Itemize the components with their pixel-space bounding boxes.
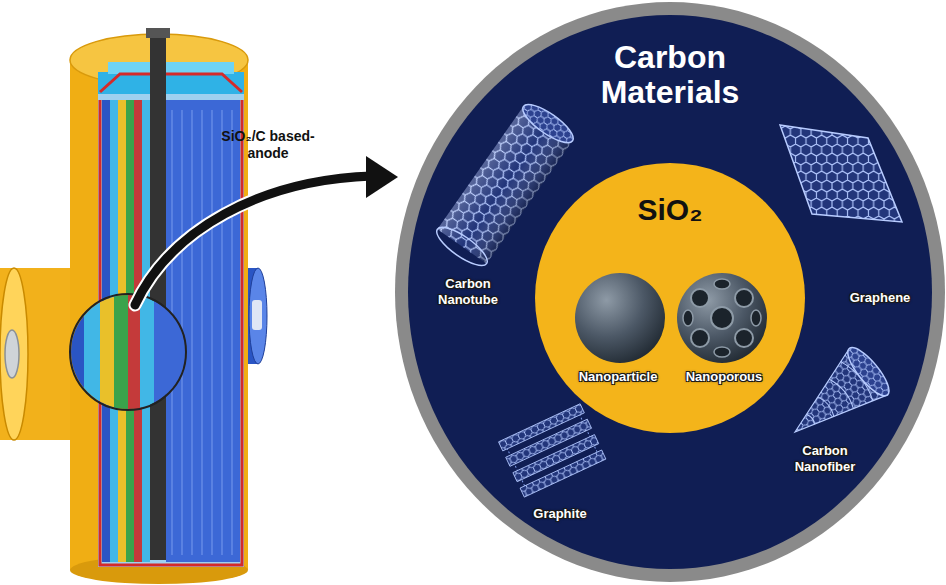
- core-title: SiO₂: [595, 193, 745, 226]
- battery-illustration: [249, 268, 267, 364]
- label-holder: Graphene: [840, 290, 920, 306]
- text-holder: SiO₂: [595, 193, 745, 226]
- battery-illustration: [100, 74, 242, 92]
- material-label: Graphene: [840, 290, 920, 306]
- battery-illustration: [98, 72, 244, 94]
- outer-ring: [395, 2, 945, 582]
- pointing-arrow: [135, 156, 398, 305]
- battery-illustration: [140, 292, 154, 414]
- label-holder: Carbon Nanotube: [426, 276, 510, 307]
- battery-illustration: [100, 100, 242, 565]
- sphere-label: Nanoporous: [679, 369, 769, 385]
- pointing-arrow: [366, 156, 398, 198]
- battery-illustration: [108, 62, 234, 74]
- battery-illustration: [154, 292, 188, 414]
- sphere-label: Nanoparticle: [570, 369, 666, 385]
- material-label: Carbon Nanofiber: [785, 443, 865, 474]
- navy-disc: [408, 15, 932, 569]
- battery-illustration: [5, 330, 19, 378]
- battery-illustration: [98, 72, 244, 567]
- battery-illustration: [0, 268, 28, 440]
- battery-illustration: [146, 28, 170, 38]
- text-holder: Carbon Materials: [570, 40, 770, 110]
- circle-title: Carbon Materials: [570, 40, 770, 110]
- label-holder: Carbon Nanofiber: [785, 443, 865, 474]
- material-label: Carbon Nanotube: [426, 276, 510, 307]
- pointing-arrow: [135, 176, 372, 305]
- sio2-core-circle: SiO₂ Nanoparticle Nanoporous: [535, 163, 805, 433]
- sio2-spheres: [575, 273, 767, 363]
- battery-illustration: [70, 294, 186, 410]
- arrow-label: SiO₂/C based-anode: [213, 128, 323, 162]
- label-holder: SiO₂/C based-anode: [213, 128, 323, 162]
- carbon-material-illustrations: [432, 98, 902, 497]
- pointing-arrow: [135, 176, 372, 305]
- battery-illustration: [100, 292, 114, 414]
- battery-illustration: [68, 292, 188, 414]
- label-holder: Graphite: [525, 506, 595, 522]
- text-holder: Nanoparticle: [570, 369, 666, 385]
- battery-illustration: [252, 300, 262, 330]
- text-holder: Nanoporous: [679, 369, 769, 385]
- battery-illustration: [114, 292, 128, 414]
- sio2-disc: [535, 163, 805, 433]
- material-label: Graphite: [525, 506, 595, 522]
- battery-illustration: [150, 36, 166, 560]
